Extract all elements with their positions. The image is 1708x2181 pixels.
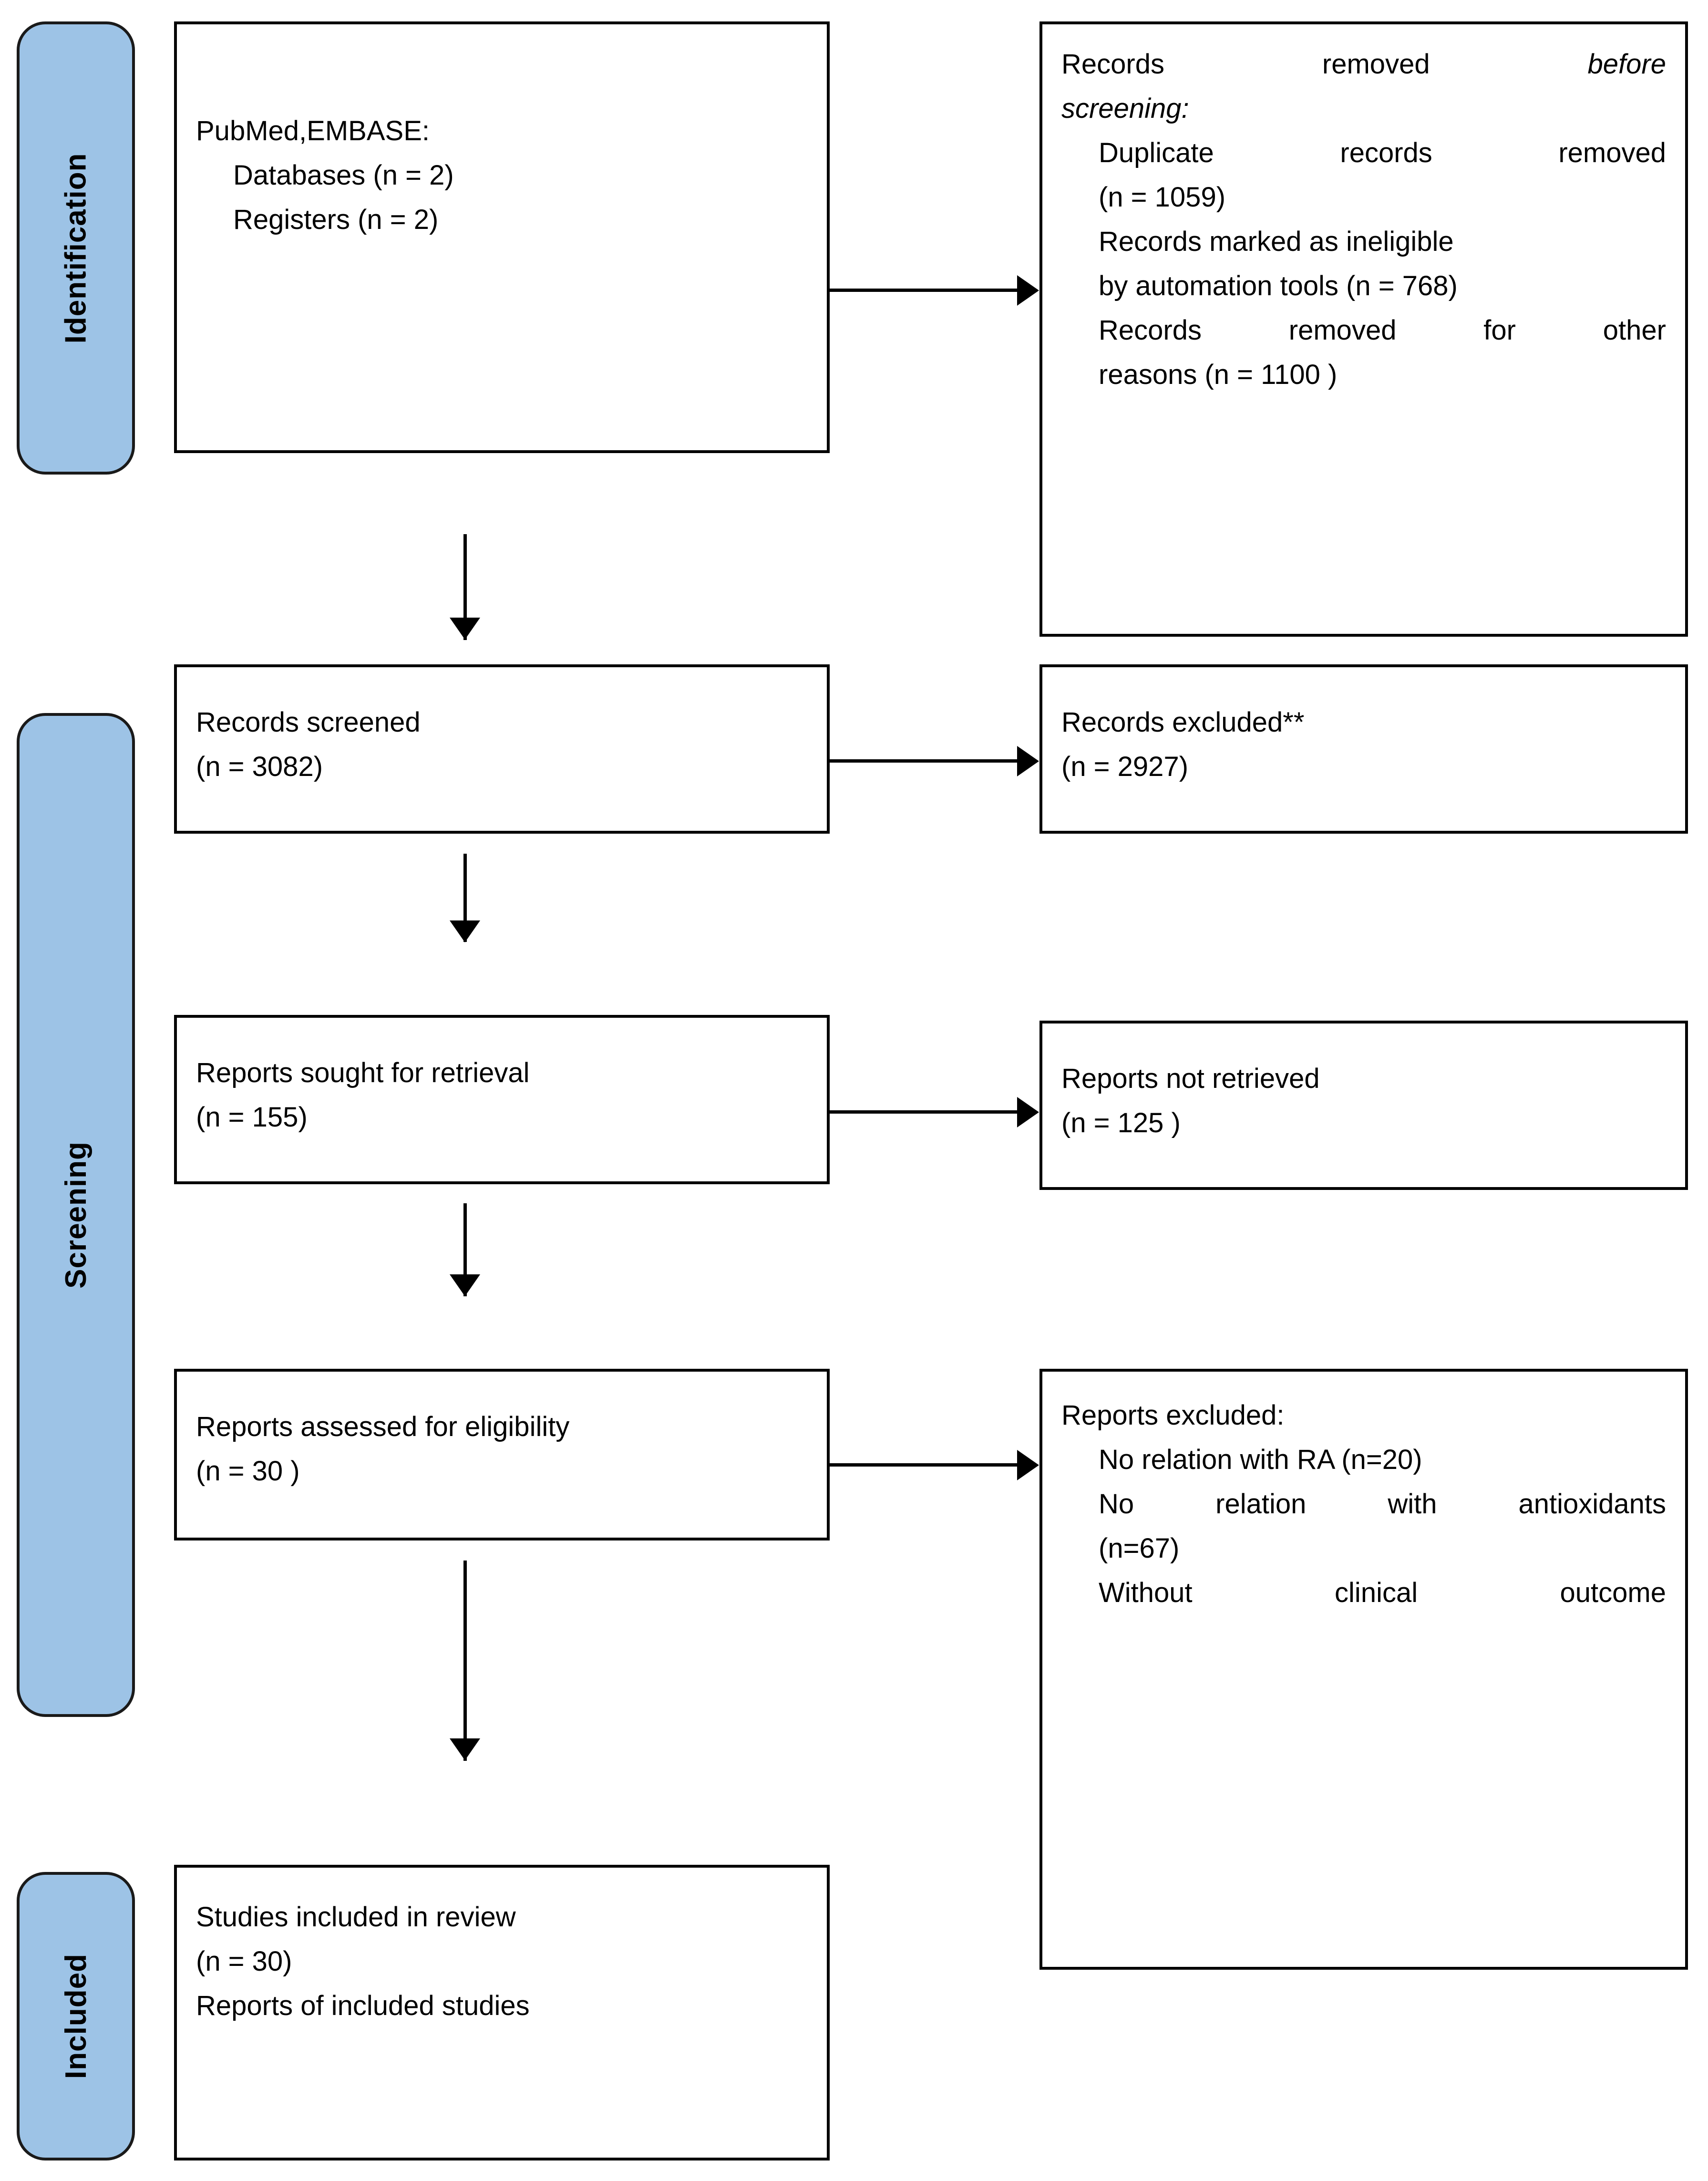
reports-excluded-reason-2-a: No	[1099, 1488, 1134, 1519]
reports-assessed-title: Reports assessed for eligibility	[196, 1411, 570, 1442]
phase-bar-identification: Identification	[17, 21, 135, 475]
reports-excluded-reason-3-b: clinical	[1335, 1577, 1418, 1608]
removed-heading-word-records: Records	[1061, 49, 1164, 80]
removed-heading-word-removed: removed	[1322, 49, 1430, 80]
connector-assessed-to-reports-excluded-arrowhead	[1017, 1450, 1039, 1480]
connector-screened-to-sought-arrowhead	[450, 920, 480, 942]
connector-screened-to-excluded-arrowhead	[1017, 746, 1039, 776]
records-screened-count: (n = 3082)	[196, 751, 323, 782]
studies-included-title: Studies included in review	[196, 1902, 516, 1933]
node-studies-included: Studies included in review (n = 30) Repo…	[174, 1865, 830, 2160]
removed-item-ineligible-a: Records marked as ineligible	[1099, 226, 1454, 257]
removed-item-duplicate-b: records	[1340, 137, 1432, 168]
reports-excluded-reason-2-d: antioxidants	[1518, 1488, 1666, 1519]
removed-item-duplicate-a: Duplicate	[1099, 137, 1214, 168]
removed-item-other-b: removed	[1288, 315, 1397, 346]
connector-screened-to-excluded	[830, 759, 1018, 763]
connector-sources-to-removed-arrowhead	[1017, 275, 1039, 306]
sources-line-1: PubMed,EMBASE:	[196, 115, 430, 146]
connector-sought-to-not-retrieved	[830, 1110, 1018, 1114]
node-records-excluded: Records excluded** (n = 2927)	[1039, 664, 1688, 834]
connector-assessed-to-included	[463, 1561, 467, 1761]
node-sources: PubMed,EMBASE: Databases (n = 2) Registe…	[174, 21, 830, 453]
connector-sought-to-assessed	[463, 1203, 467, 1296]
node-reports-excluded: Reports excluded: No relation with RA (n…	[1039, 1369, 1688, 1970]
studies-included-reports-line: Reports of included studies	[196, 1990, 530, 2021]
removed-item-other-count: reasons (n = 1100 )	[1099, 359, 1338, 390]
phase-label-screening: Screening	[59, 1141, 93, 1289]
reports-not-retrieved-count: (n = 125 )	[1061, 1107, 1181, 1138]
removed-heading-line-1: Records removed before	[1061, 43, 1666, 85]
phase-bar-screening: Screening	[17, 713, 135, 1717]
connector-sought-to-not-retrieved-arrowhead	[1017, 1097, 1039, 1127]
connector-assessed-to-included-arrowhead	[450, 1738, 480, 1760]
connector-sources-to-screened-arrowhead	[450, 618, 480, 640]
reports-excluded-reason-2-b: relation	[1215, 1488, 1307, 1519]
reports-excluded-heading: Reports excluded:	[1061, 1400, 1285, 1431]
reports-sought-count: (n = 155)	[196, 1102, 308, 1133]
records-excluded-count: (n = 2927)	[1061, 751, 1189, 782]
reports-excluded-reason-2-line: No relation with antioxidants	[1061, 1483, 1666, 1525]
phase-label-included: Included	[59, 1954, 93, 2079]
removed-item-ineligible-b: by automation tools (n = 768)	[1099, 270, 1458, 301]
reports-excluded-reason-2-count: (n=67)	[1099, 1533, 1180, 1564]
reports-not-retrieved-title: Reports not retrieved	[1061, 1063, 1320, 1094]
removed-item-duplicate-count: (n = 1059)	[1099, 182, 1226, 213]
reports-excluded-reason-2-c: with	[1388, 1488, 1437, 1519]
connector-assessed-to-reports-excluded	[830, 1463, 1018, 1467]
records-screened-title: Records screened	[196, 707, 421, 738]
removed-item-other-c: for	[1483, 315, 1516, 346]
removed-heading-word-before: before	[1587, 49, 1666, 80]
sources-line-2: Databases (n = 2)	[233, 160, 454, 191]
node-removed-before-screening: Records removed before screening: Duplic…	[1039, 21, 1688, 637]
node-reports-sought: Reports sought for retrieval (n = 155)	[174, 1015, 830, 1184]
removed-item-duplicate-line: Duplicate records removed	[1061, 132, 1666, 174]
reports-excluded-reason-3-line: Without clinical outcome	[1061, 1572, 1666, 1613]
reports-excluded-reason-1: No relation with RA (n=20)	[1099, 1444, 1422, 1475]
reports-assessed-count: (n = 30 )	[196, 1456, 300, 1487]
connector-sought-to-assessed-arrowhead	[450, 1274, 480, 1296]
node-reports-assessed: Reports assessed for eligibility (n = 30…	[174, 1369, 830, 1540]
removed-heading-line-2: screening:	[1061, 93, 1189, 124]
removed-item-duplicate-c: removed	[1558, 137, 1666, 168]
removed-item-other-d: other	[1603, 315, 1666, 346]
node-reports-not-retrieved: Reports not retrieved (n = 125 )	[1039, 1021, 1688, 1190]
sources-line-3: Registers (n = 2)	[233, 204, 439, 235]
studies-included-count: (n = 30)	[196, 1946, 292, 1977]
phase-bar-included: Included	[17, 1872, 135, 2160]
connector-sources-to-screened	[463, 534, 467, 640]
node-records-screened: Records screened (n = 3082)	[174, 664, 830, 834]
connector-sources-to-removed	[830, 289, 1018, 292]
reports-excluded-reason-3-c: outcome	[1560, 1577, 1666, 1608]
connector-screened-to-sought	[463, 854, 467, 942]
reports-sought-title: Reports sought for retrieval	[196, 1057, 530, 1088]
removed-item-other-line: Records removed for other	[1061, 310, 1666, 351]
phase-label-identification: Identification	[59, 153, 93, 343]
records-excluded-title: Records excluded**	[1061, 707, 1305, 738]
reports-excluded-reason-3-a: Without	[1099, 1577, 1193, 1608]
removed-item-other-a: Records	[1099, 315, 1202, 346]
